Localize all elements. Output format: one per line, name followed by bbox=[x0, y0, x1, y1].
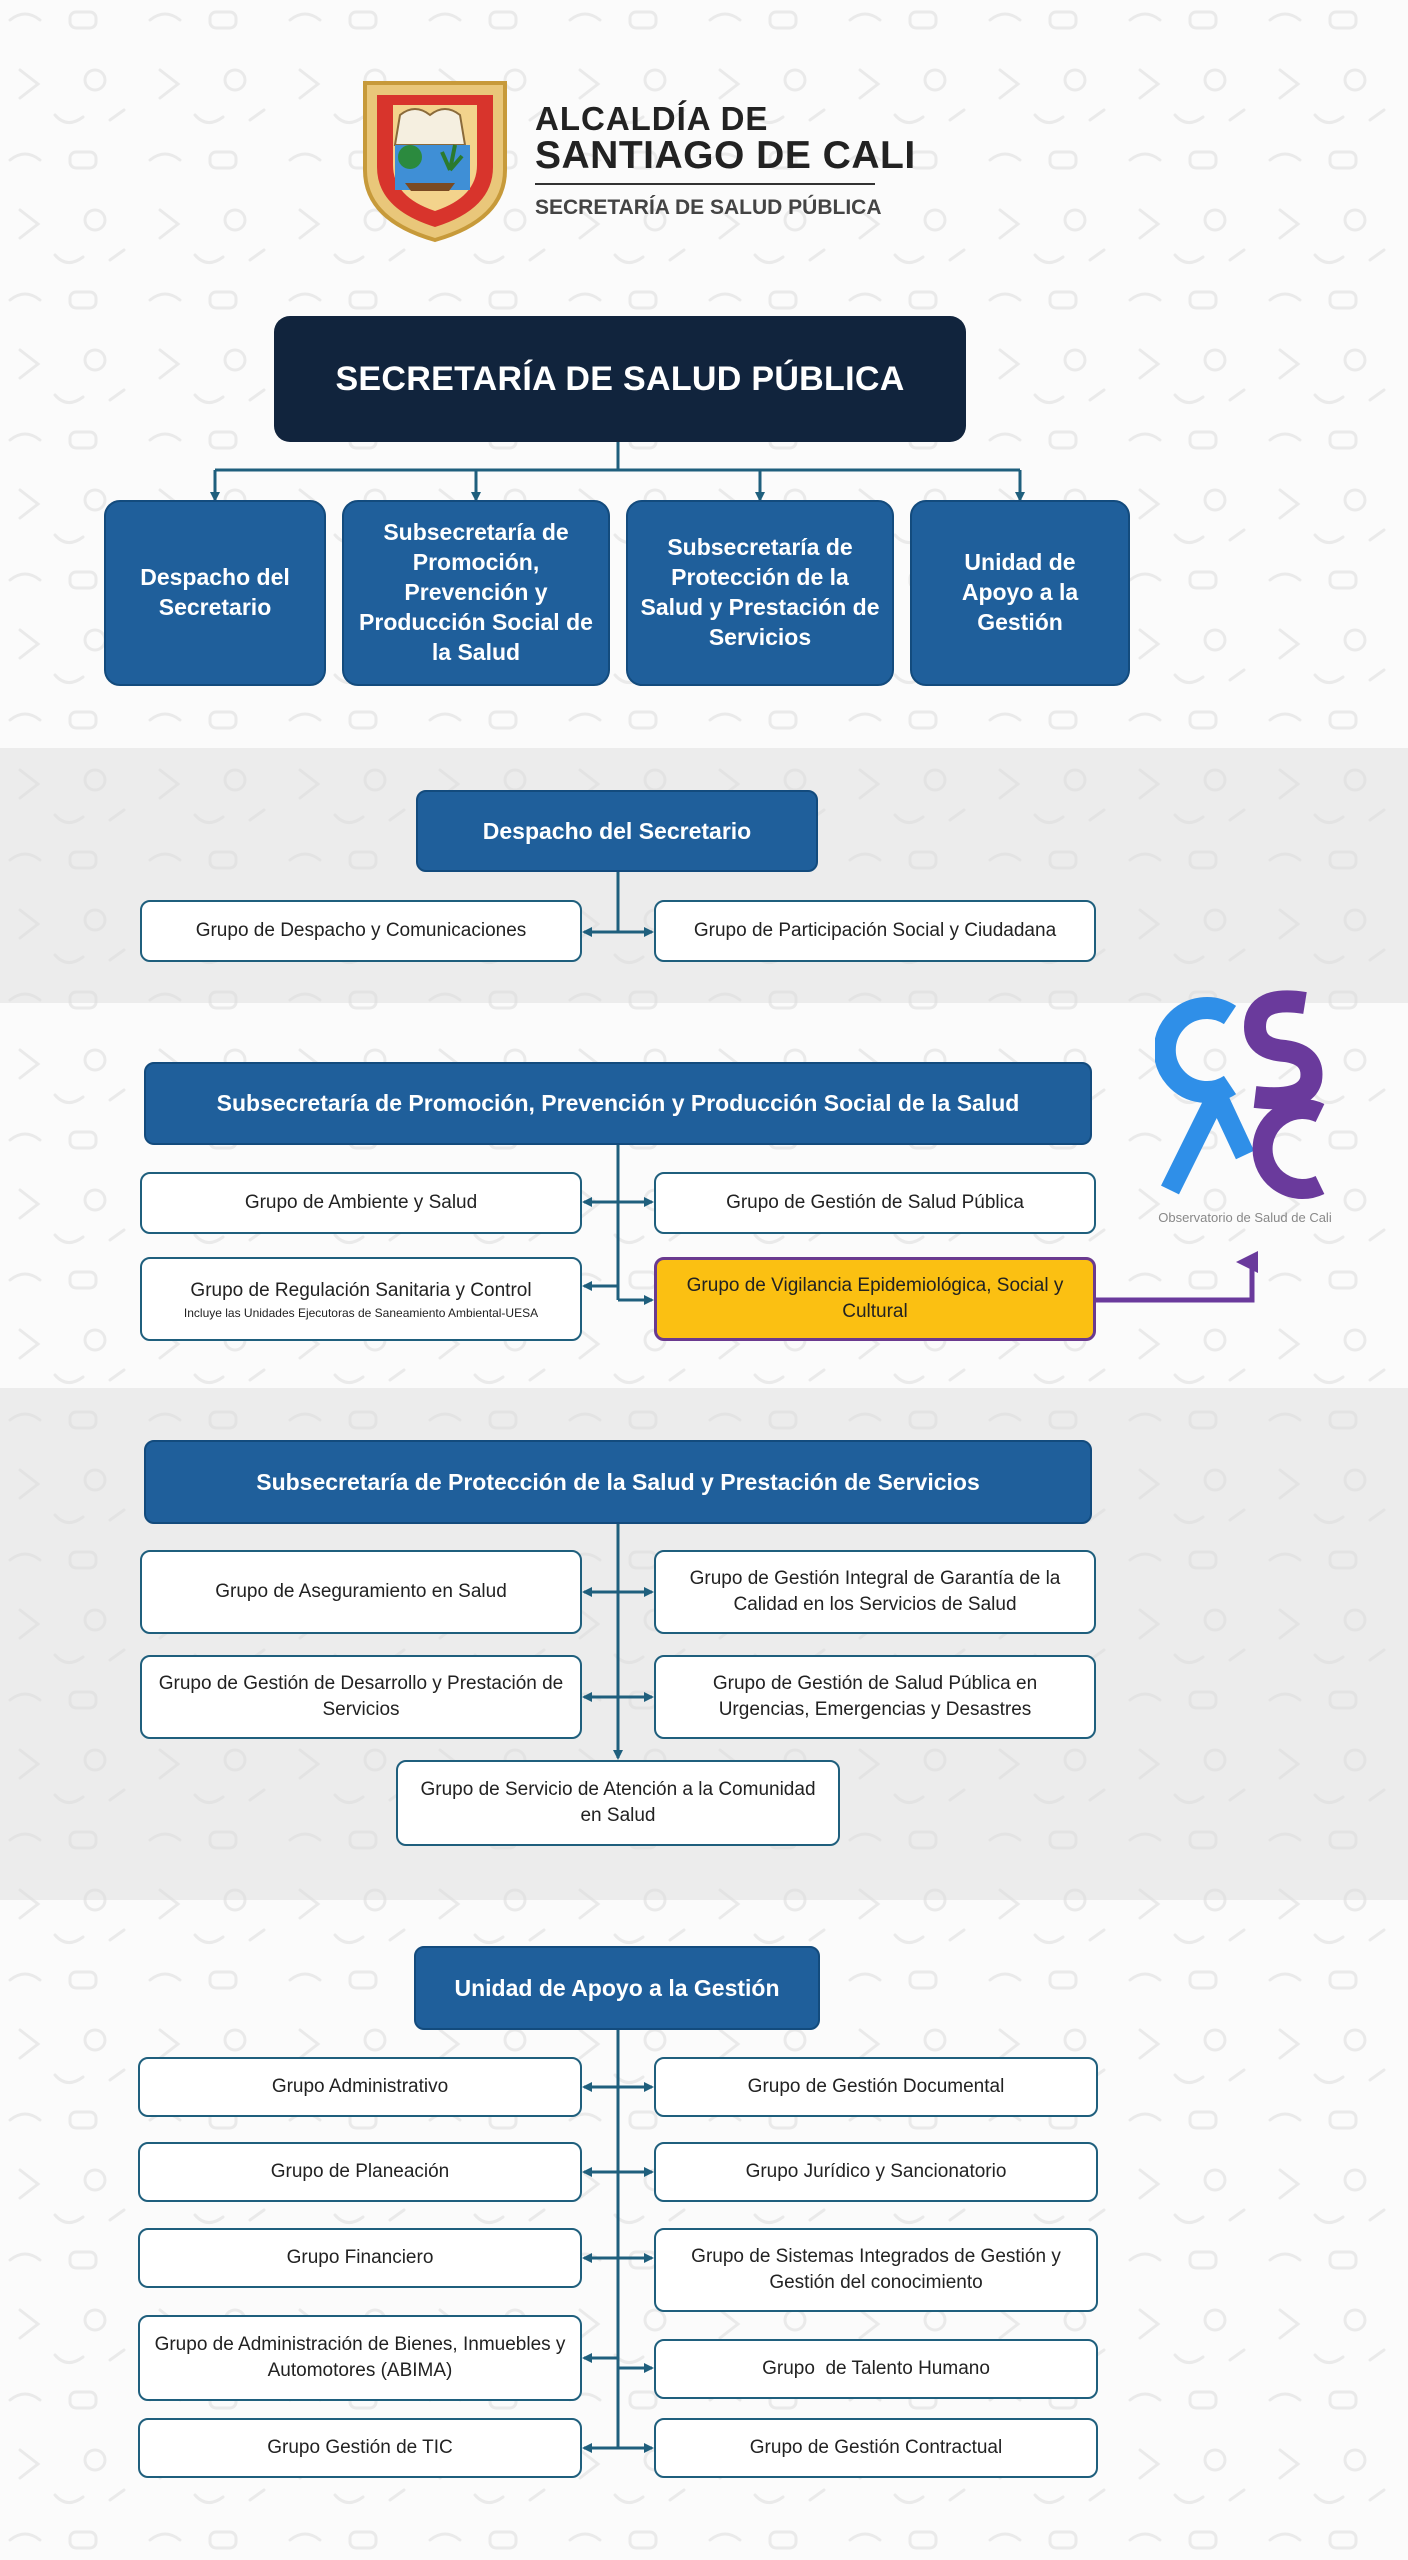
unit-label: Unidad de Apoyo a la Gestión bbox=[961, 549, 1079, 635]
group-box: Grupo de Gestión de Desarrollo y Prestac… bbox=[140, 1655, 582, 1739]
group-label: Grupo de Gestión Documental bbox=[747, 2076, 1005, 2098]
group-box: Grupo Administrativo bbox=[138, 2057, 582, 2117]
city-coat-of-arms-logo bbox=[363, 81, 507, 243]
section-title: Unidad de Apoyo a la Gestión bbox=[454, 1974, 780, 2001]
group-box: Grupo de Talento Humano bbox=[654, 2339, 1098, 2399]
group-label: Grupo de Participación Social y Ciudadan… bbox=[693, 920, 1057, 942]
group-box: Grupo de Regulación Sanitaria y Control … bbox=[140, 1257, 582, 1341]
group-label: Grupo de Gestión de Salud Pública en Urg… bbox=[712, 1673, 1038, 1720]
group-box: Grupo de Despacho y Comunicaciones bbox=[140, 900, 582, 962]
group-box: Grupo de Ambiente y Salud bbox=[140, 1172, 582, 1234]
group-label: Grupo de Sistemas Integrados de Gestión … bbox=[691, 2246, 1061, 2293]
group-label: Grupo de Gestión de Salud Pública bbox=[726, 1192, 1024, 1214]
header-line-2: SANTIAGO DE CALI bbox=[535, 134, 916, 177]
promocion-title-box: Subsecretaría de Promoción, Prevención y… bbox=[144, 1062, 1092, 1145]
unit-label: Subsecretaría de Protección de la Salud … bbox=[640, 534, 880, 650]
group-label: Grupo de Gestión Contractual bbox=[749, 2437, 1003, 2459]
group-box: Grupo Jurídico y Sancionatorio bbox=[654, 2142, 1098, 2202]
group-box: Grupo Gestión de TIC bbox=[138, 2418, 582, 2478]
group-box: Grupo de Gestión Documental bbox=[654, 2057, 1098, 2117]
group-box: Grupo de Gestión de Salud Pública en Urg… bbox=[654, 1655, 1096, 1739]
top-title: SECRETARÍA DE SALUD PÚBLICA bbox=[335, 359, 905, 398]
group-label: Grupo de Talento Humano bbox=[762, 2358, 990, 2380]
unit-label: Subsecretaría de Promoción, Prevención y… bbox=[359, 519, 593, 665]
unit-despacho-box: Despacho del Secretario bbox=[104, 500, 326, 686]
group-box: Grupo Financiero bbox=[138, 2228, 582, 2288]
group-box: Grupo de Participación Social y Ciudadan… bbox=[654, 900, 1096, 962]
observatorio-caption: Observatorio de Salud de Cali bbox=[1158, 1210, 1332, 1225]
group-label: Grupo de Gestión Integral de Garantía de… bbox=[689, 1568, 1061, 1615]
header-line-3: SECRETARÍA DE SALUD PÚBLICA bbox=[535, 196, 882, 219]
section-title: Subsecretaría de Promoción, Prevención y… bbox=[216, 1090, 1020, 1116]
group-note: Incluye las Unidades Ejecutoras de Sanea… bbox=[183, 1305, 539, 1320]
group-label: Grupo de Ambiente y Salud bbox=[244, 1192, 478, 1214]
header-divider bbox=[535, 183, 875, 185]
group-label: Grupo Administrativo bbox=[271, 2076, 449, 2098]
apoyo-title-box: Unidad de Apoyo a la Gestión bbox=[414, 1946, 820, 2030]
unit-proteccion-box: Subsecretaría de Protección de la Salud … bbox=[626, 500, 894, 686]
group-box: Grupo de Gestión Contractual bbox=[654, 2418, 1098, 2478]
unit-label: Despacho del Secretario bbox=[140, 564, 290, 620]
group-box: Grupo de Sistemas Integrados de Gestión … bbox=[654, 2228, 1098, 2312]
group-box: Grupo de Servicio de Atención a la Comun… bbox=[396, 1760, 840, 1846]
despacho-title-box: Despacho del Secretario bbox=[416, 790, 818, 872]
group-label: Grupo de Gestión de Desarrollo y Prestac… bbox=[158, 1673, 564, 1720]
group-label: Grupo Financiero bbox=[286, 2247, 434, 2269]
group-label: Grupo de Administración de Bienes, Inmue… bbox=[154, 2334, 566, 2381]
group-label: Grupo Jurídico y Sancionatorio bbox=[745, 2161, 1007, 2183]
group-box: Grupo de Administración de Bienes, Inmue… bbox=[138, 2315, 582, 2401]
group-label: Grupo de Despacho y Comunicaciones bbox=[195, 920, 527, 942]
group-label: Grupo de Vigilancia Epidemiológica, Soci… bbox=[686, 1275, 1064, 1322]
group-label: Grupo de Aseguramiento en Salud bbox=[215, 1581, 507, 1603]
group-label: Grupo Gestión de TIC bbox=[267, 2437, 453, 2459]
group-box: Grupo de Gestión de Salud Pública bbox=[654, 1172, 1096, 1234]
band-despacho bbox=[0, 748, 1408, 1003]
group-label: Grupo de Servicio de Atención a la Comun… bbox=[420, 1779, 816, 1826]
proteccion-title-box: Subsecretaría de Protección de la Salud … bbox=[144, 1440, 1092, 1524]
group-label: Grupo de Planeación bbox=[270, 2161, 450, 2183]
highlighted-group-box: Grupo de Vigilancia Epidemiológica, Soci… bbox=[654, 1257, 1096, 1341]
observatorio-logo: Observatorio de Salud de Cali bbox=[1153, 985, 1335, 1245]
section-title: Subsecretaría de Protección de la Salud … bbox=[256, 1468, 980, 1495]
group-label: Grupo de Regulación Sanitaria y Control bbox=[190, 1279, 532, 1301]
unit-apoyo-box: Unidad de Apoyo a la Gestión bbox=[910, 500, 1130, 686]
osac-monogram-icon bbox=[1153, 990, 1325, 1199]
section-title: Despacho del Secretario bbox=[482, 817, 752, 844]
group-box: Grupo de Planeación bbox=[138, 2142, 582, 2202]
header-line-1: ALCALDÍA DE bbox=[535, 100, 769, 137]
unit-promocion-box: Subsecretaría de Promoción, Prevención y… bbox=[342, 500, 610, 686]
group-box: Grupo de Gestión Integral de Garantía de… bbox=[654, 1550, 1096, 1634]
page-header: ALCALDÍA DE SANTIAGO DE CALI SECRETARÍA … bbox=[0, 0, 1408, 300]
top-title-box: SECRETARÍA DE SALUD PÚBLICA bbox=[274, 316, 966, 442]
group-box: Grupo de Aseguramiento en Salud bbox=[140, 1550, 582, 1634]
